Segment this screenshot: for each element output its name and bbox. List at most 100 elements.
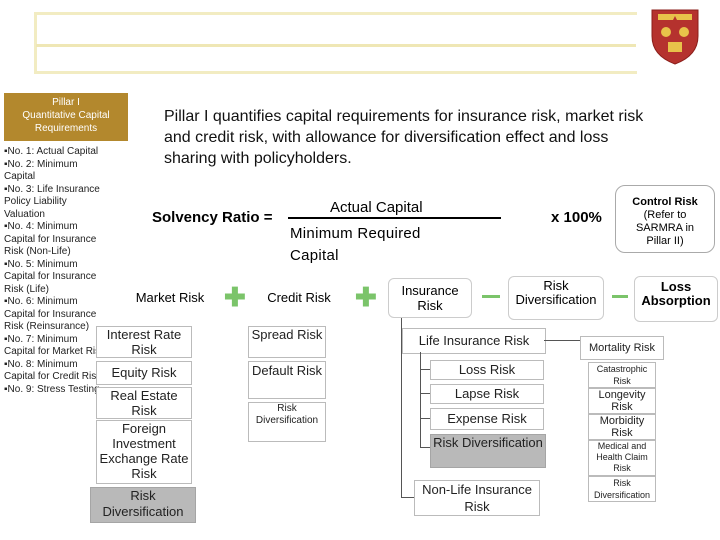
- intro-text: Pillar I quantifies capital requirements…: [164, 108, 644, 167]
- market-risk-box: Market Risk: [124, 284, 216, 312]
- list-item: ▪No. 2: Minimum: [4, 158, 78, 170]
- tree-connector: [401, 318, 402, 498]
- equity-risk-label: Equity Risk: [111, 365, 177, 380]
- life-insurance-risk-box: Life Insurance Risk: [402, 328, 546, 354]
- solvency-ratio-label: Solvency Ratio =: [152, 209, 273, 226]
- list-item: Policy Liability: [4, 196, 67, 207]
- minus-icon: [482, 295, 500, 298]
- credit-risk-label: Credit Risk: [267, 290, 331, 305]
- mortality-risk-label: Mortality Risk: [588, 342, 655, 354]
- medical-health-claim-risk-box: Medical and Health Claim Risk: [588, 440, 656, 476]
- longevity-risk-box: Longevity Risk: [588, 388, 656, 414]
- tree-connector: [544, 340, 584, 341]
- list-item: ▪No. 8: Minimum: [4, 358, 78, 370]
- mortality-risk-box: Mortality Risk: [580, 336, 664, 360]
- lapse-risk-label: Lapse Risk: [454, 386, 520, 401]
- list-item: ▪No. 4: Minimum: [4, 221, 78, 232]
- tree-connector: [420, 369, 430, 370]
- list-item: Valuation: [4, 208, 45, 220]
- list-item: ▪No. 3: Life Insurance: [4, 183, 100, 195]
- list-item: Capital for Credit Risk: [4, 371, 102, 382]
- university-crest-icon: [651, 9, 699, 65]
- morbidity-risk-label: Morbidity Risk: [599, 415, 645, 439]
- lapse-risk-box: Lapse Risk: [430, 384, 544, 404]
- foreign-exchange-risk-label: Foreign Investment Exchange Rate Risk: [99, 421, 189, 481]
- default-risk-label: Default Risk: [251, 363, 323, 378]
- tree-connector: [420, 393, 430, 394]
- minus-icon: [612, 295, 628, 298]
- life-diversification-box: Risk Diversification: [430, 434, 546, 468]
- formula-multiplier: x 100%: [551, 209, 602, 226]
- list-item: ▪No. 1: Actual Capital: [4, 146, 99, 157]
- equity-risk-box: Equity Risk: [96, 361, 192, 385]
- list-item: Capital for Insurance: [4, 308, 97, 320]
- life-detail-diversification-label: Risk Diversification: [593, 478, 651, 500]
- pillar-line-3: Requirements: [34, 123, 98, 134]
- credit-diversification-label: Risk Diversification: [255, 403, 319, 426]
- real-estate-risk-box: Real Estate Risk: [96, 387, 192, 419]
- longevity-risk-label: Longevity Risk: [598, 389, 646, 413]
- header-frame: [34, 12, 637, 74]
- insurance-risk-box: Insurance Risk: [388, 278, 472, 318]
- plus-icon: ✚: [224, 282, 246, 312]
- risk-diversification-box: Risk Diversification: [508, 276, 604, 320]
- spread-risk-box: Spread Risk: [248, 326, 326, 358]
- list-item: Capital for Insurance: [4, 271, 97, 282]
- control-risk-title: Control Risk: [632, 196, 698, 208]
- morbidity-risk-box: Morbidity Risk: [588, 414, 656, 440]
- pillar-line-1: Pillar I: [52, 97, 80, 108]
- tree-connector: [420, 418, 430, 419]
- list-item: Capital: [4, 171, 36, 182]
- list-item: Capital for Market Risk: [4, 346, 106, 357]
- list-item: Capital for Insurance: [4, 233, 97, 245]
- guidance-list: ▪No. 1: Actual Capital ▪No. 2: Minimum C…: [4, 146, 118, 396]
- market-diversification-box: Risk Diversification: [90, 487, 196, 523]
- control-risk-box: Control Risk (Refer to SARMRA in Pillar …: [615, 185, 715, 253]
- interest-rate-risk-label: Interest Rate Risk: [106, 327, 182, 357]
- loss-absorption-box: Loss Absorption: [634, 276, 718, 322]
- list-item: Risk (Life): [4, 283, 50, 295]
- interest-rate-risk-box: Interest Rate Risk: [96, 326, 192, 358]
- list-item: ▪No. 7: Minimum: [4, 333, 78, 345]
- default-risk-box: Default Risk: [248, 361, 326, 399]
- life-insurance-risk-label: Life Insurance Risk: [418, 333, 530, 348]
- catastrophic-risk-box: Catastrophic Risk: [588, 362, 656, 388]
- medical-health-claim-risk-label: Medical and Health Claim Risk: [596, 441, 648, 473]
- tree-connector: [401, 497, 415, 498]
- pillar-title-box: Pillar I Quantitative Capital Requiremen…: [4, 93, 128, 141]
- life-detail-diversification-box: Risk Diversification: [588, 476, 656, 502]
- risk-diversification-label: Risk Diversification: [515, 278, 597, 307]
- formula-denominator: Minimum Required Capital: [290, 223, 460, 267]
- spread-risk-label: Spread Risk: [251, 327, 323, 342]
- tree-connector: [420, 352, 421, 448]
- control-risk-note: (Refer to SARMRA in Pillar II): [635, 209, 695, 247]
- market-diversification-label: Risk Diversification: [102, 488, 184, 519]
- header-divider: [36, 44, 636, 47]
- list-item: ▪No. 6: Minimum: [4, 296, 78, 307]
- list-item: Risk (Non-Life): [4, 246, 71, 257]
- list-item: Risk (Reinsurance): [4, 321, 90, 332]
- list-item: ▪No. 5: Minimum: [4, 258, 78, 270]
- catastrophic-risk-label: Catastrophic Risk: [596, 364, 648, 386]
- loss-risk-label: Loss Risk: [458, 362, 516, 377]
- foreign-exchange-risk-box: Foreign Investment Exchange Rate Risk: [96, 420, 192, 484]
- credit-diversification-box: Risk Diversification: [248, 402, 326, 442]
- credit-risk-box: Credit Risk: [252, 284, 346, 312]
- non-life-insurance-risk-label: Non-Life Insurance Risk: [422, 482, 532, 514]
- insurance-risk-label: Insurance Risk: [401, 283, 459, 313]
- formula-denominator-text: Minimum Required Capital: [290, 225, 421, 264]
- non-life-insurance-risk-box: Non-Life Insurance Risk: [414, 480, 540, 516]
- pillar-line-2: Quantitative Capital: [22, 110, 110, 121]
- plus-icon: ✚: [355, 282, 377, 312]
- expense-risk-label: Expense Risk: [447, 411, 527, 426]
- expense-risk-box: Expense Risk: [430, 408, 544, 430]
- real-estate-risk-label: Real Estate Risk: [110, 388, 178, 418]
- loss-risk-box: Loss Risk: [430, 360, 544, 380]
- loss-absorption-label: Loss Absorption: [641, 279, 711, 308]
- formula-numerator: Actual Capital: [330, 199, 423, 216]
- list-item: ▪No. 9: Stress Testing: [4, 383, 100, 395]
- tree-connector: [420, 447, 430, 448]
- market-risk-label: Market Risk: [135, 290, 205, 305]
- life-diversification-label: Risk Diversification: [433, 435, 543, 450]
- fraction-bar: [288, 217, 501, 219]
